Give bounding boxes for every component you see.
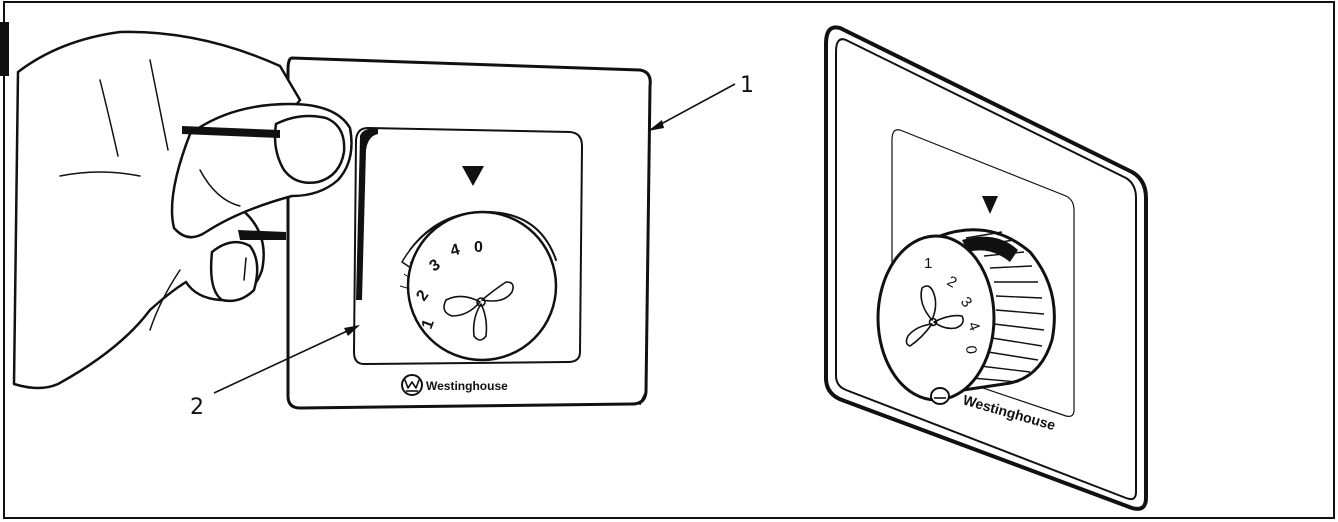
westinghouse-logo (402, 375, 422, 395)
callout-2-arrowhead (344, 325, 360, 336)
left-brand-label: Westinghouse (426, 379, 508, 393)
left-illustration: 1 2 3 4 0 Westinghouse (14, 32, 754, 420)
window-shadow (356, 128, 378, 300)
knob-face (408, 212, 556, 360)
indicator-arrow-icon (462, 166, 484, 186)
right-illustration: 1 2 3 4 0 Westinghouse (826, 27, 1146, 509)
callout-2-label: 2 (190, 395, 204, 420)
right-dial-number-0: 0 (962, 345, 980, 355)
right-dial-number-1: 1 (924, 255, 932, 272)
left-dial-number-0: 0 (474, 239, 483, 256)
callout-1-label: 1 (740, 73, 754, 98)
right-westinghouse-logo (931, 388, 949, 404)
right-knob-face (878, 236, 994, 400)
hand-illustration (14, 32, 352, 388)
thumbnail (275, 116, 344, 183)
edge-tab (0, 22, 9, 76)
callout-2-leader (214, 326, 358, 393)
